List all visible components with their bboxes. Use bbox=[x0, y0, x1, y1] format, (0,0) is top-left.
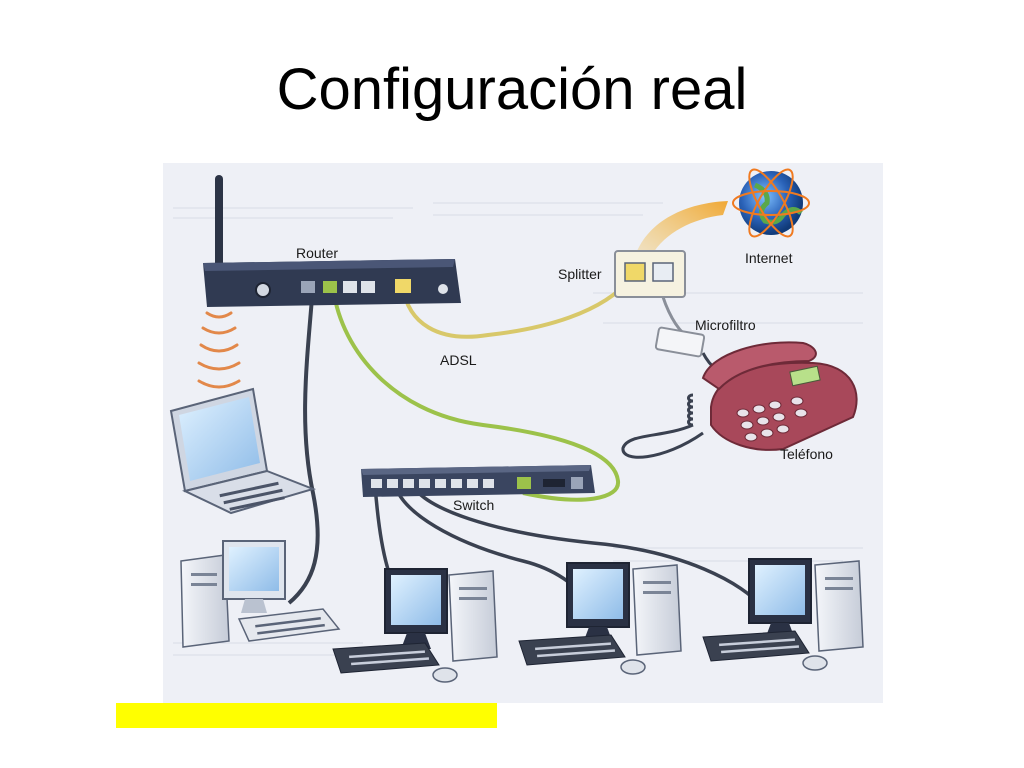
microfilter-icon bbox=[654, 326, 706, 358]
globe-icon bbox=[732, 168, 810, 238]
label-microfiltro: Microfiltro bbox=[695, 317, 756, 333]
slide-title: Configuración real bbox=[276, 57, 748, 122]
label-telefono: Teléfono bbox=[780, 446, 833, 462]
workstation-2 bbox=[518, 562, 682, 675]
router-icon bbox=[203, 175, 461, 307]
telephone-icon bbox=[701, 341, 858, 451]
highlight-bar bbox=[116, 703, 497, 728]
desktop-computer-icon bbox=[332, 568, 498, 683]
label-internet: Internet bbox=[745, 250, 793, 266]
cable-router-to-desktop bbox=[287, 284, 320, 605]
splitter-icon bbox=[614, 250, 686, 298]
label-router: Router bbox=[296, 245, 338, 261]
network-diagram: Router Splitter Internet Microfiltro ADS… bbox=[163, 163, 883, 703]
internet-beam bbox=[633, 201, 728, 267]
wifi-waves-icon bbox=[197, 311, 241, 389]
desktop-computer-icon bbox=[518, 562, 682, 675]
label-adsl: ADSL bbox=[440, 352, 477, 368]
laptop-icon bbox=[169, 387, 317, 515]
workstation-1 bbox=[332, 568, 498, 683]
cable-router-to-switch bbox=[331, 284, 620, 502]
phone-coiled-cord bbox=[621, 393, 704, 459]
workstation-3 bbox=[702, 558, 864, 671]
desktop-computer-icon bbox=[702, 558, 864, 671]
label-splitter: Splitter bbox=[558, 266, 602, 282]
cable-switch-to-pc3 bbox=[411, 484, 765, 610]
cable-adsl bbox=[401, 276, 633, 339]
switch-icon bbox=[361, 465, 595, 497]
label-switch: Switch bbox=[453, 497, 494, 513]
desktop-computer-icon bbox=[180, 540, 341, 648]
